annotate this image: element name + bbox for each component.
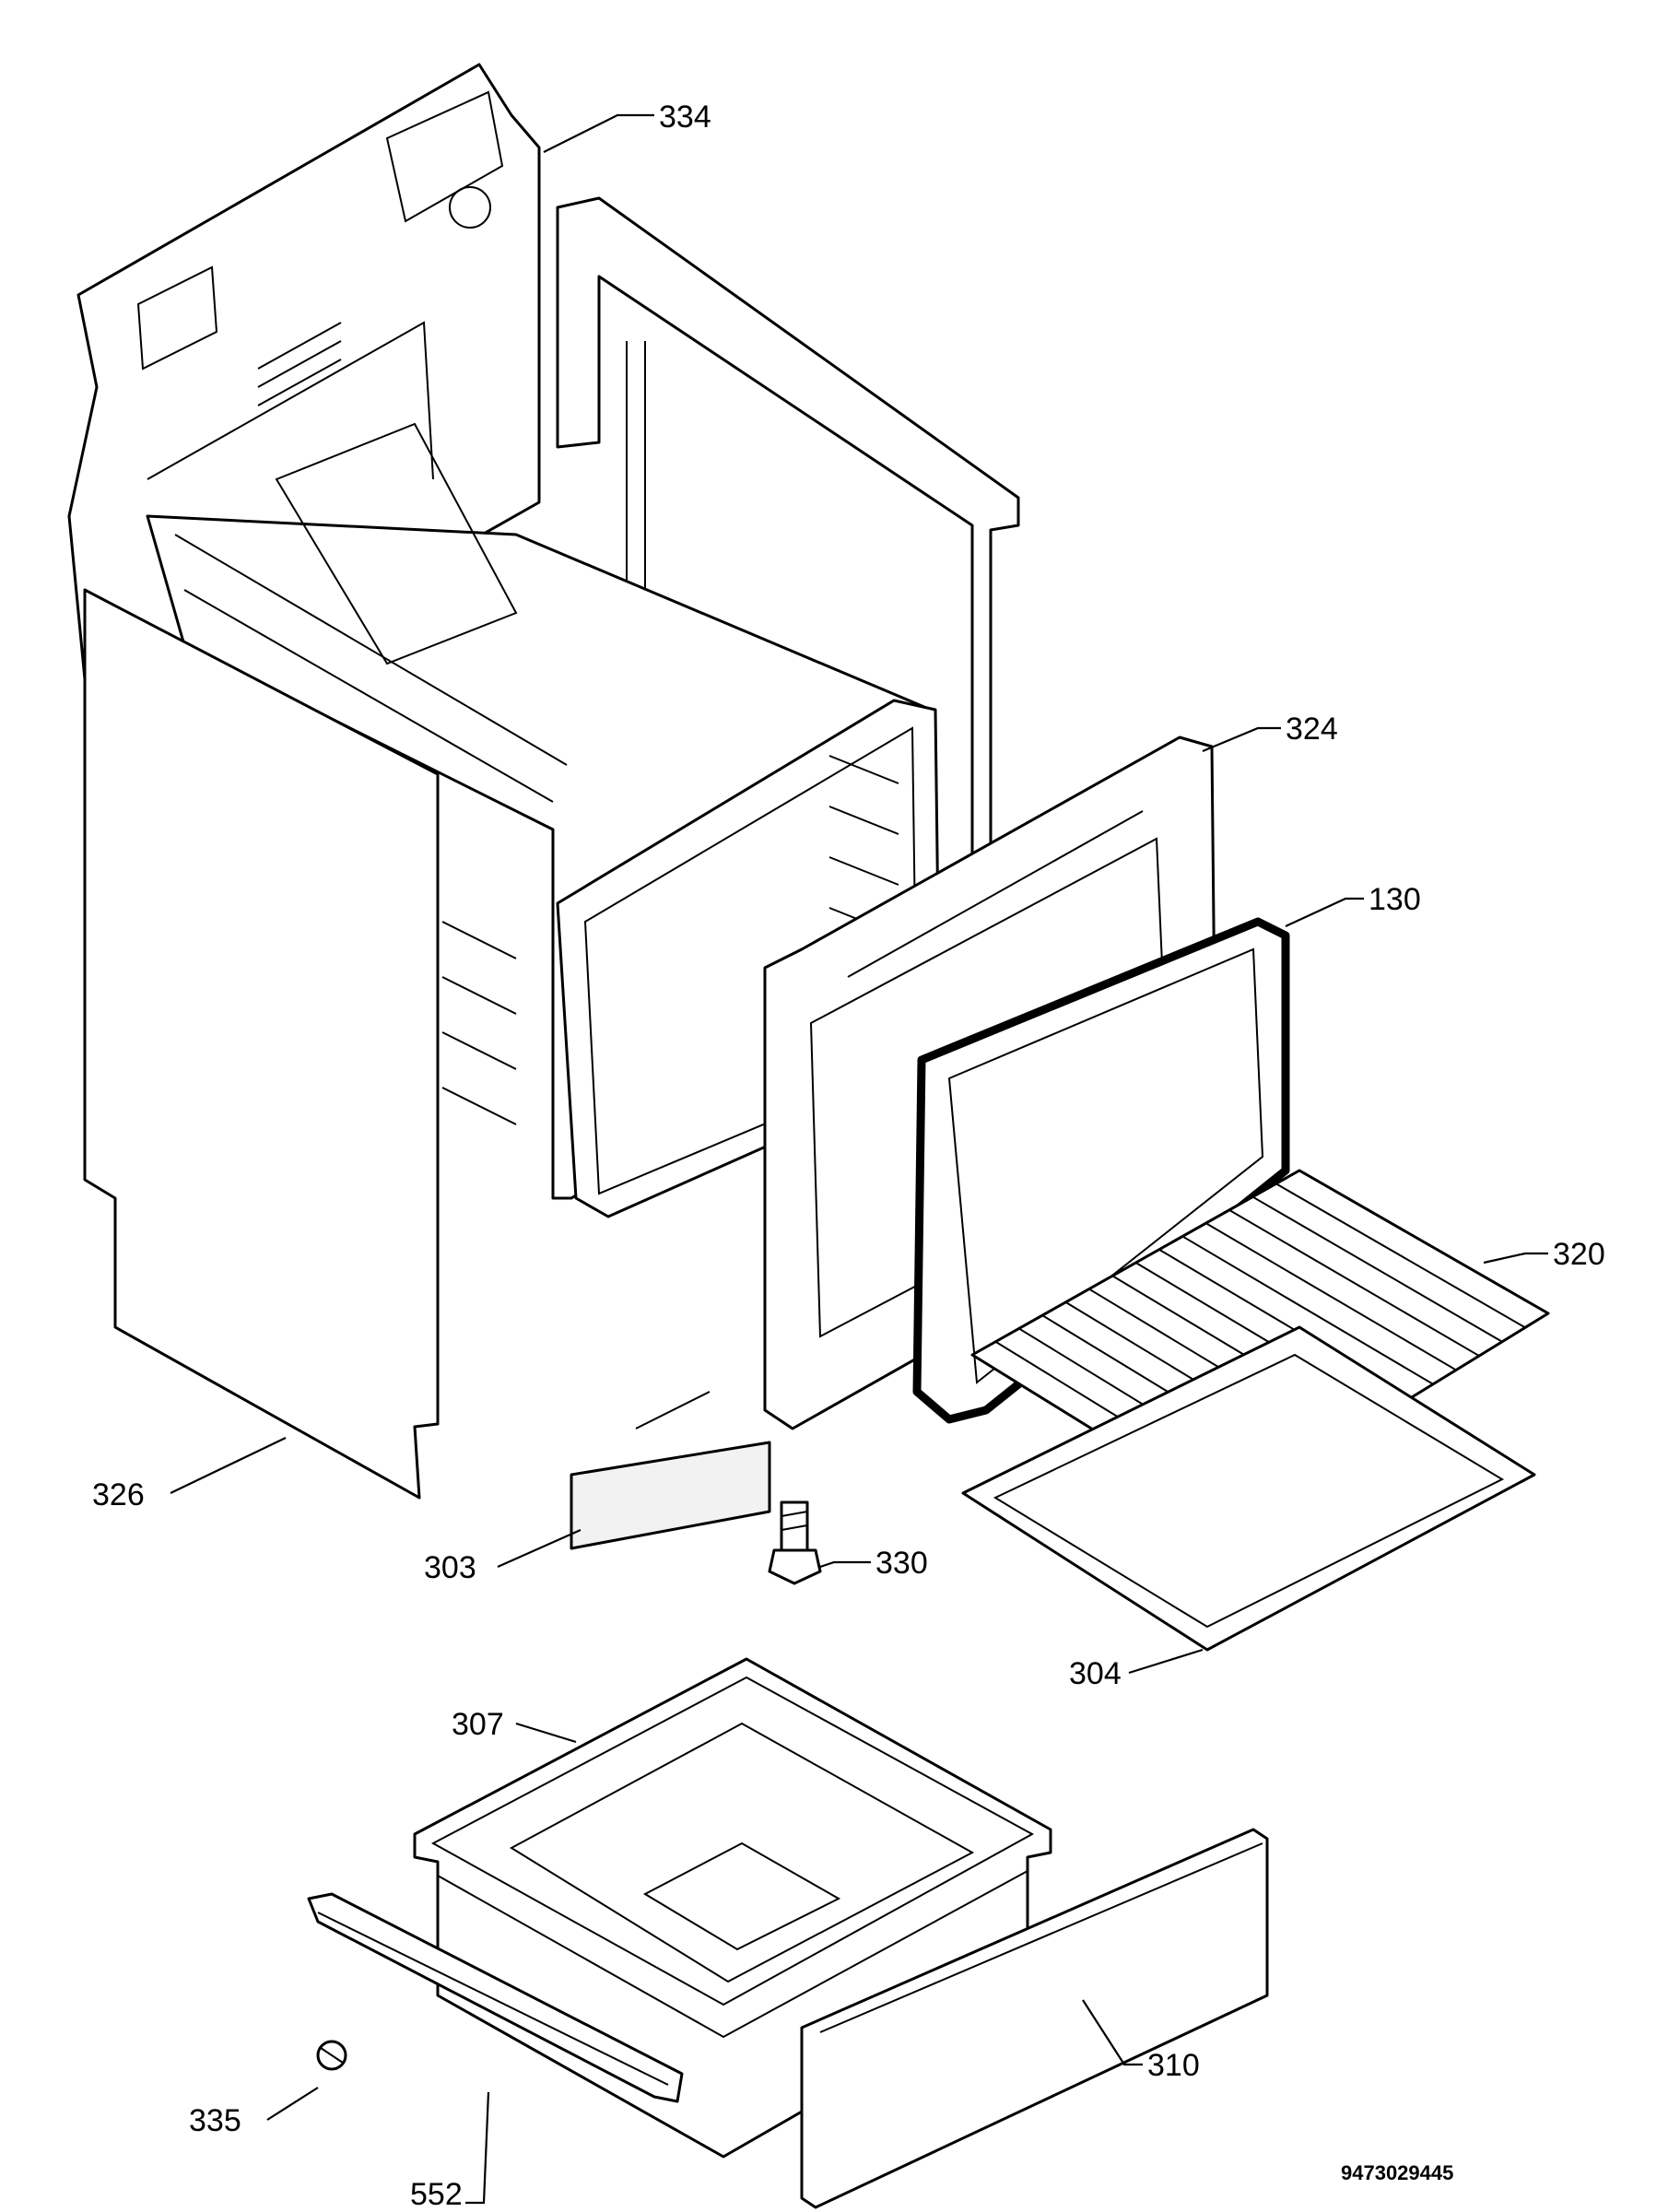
callout-335: 335 xyxy=(189,2103,241,2138)
shelf-rod xyxy=(1275,1182,1526,1329)
callout-130: 130 xyxy=(1369,882,1421,917)
callout-334: 334 xyxy=(659,100,711,135)
part-screw[interactable] xyxy=(768,1500,822,1585)
shelf-rod xyxy=(1205,1222,1457,1371)
leader-lines xyxy=(170,113,1548,2205)
part-side-panel[interactable] xyxy=(83,588,440,1500)
callout-326: 326 xyxy=(92,1477,145,1512)
callout-330: 330 xyxy=(875,1546,928,1581)
callout-304: 304 xyxy=(1069,1656,1122,1691)
callout-307: 307 xyxy=(452,1707,504,1742)
callout-320: 320 xyxy=(1553,1237,1605,1272)
callout-310: 310 xyxy=(1147,2048,1200,2083)
shelf-rod xyxy=(1228,1208,1480,1357)
part-small-panel[interactable] xyxy=(570,1391,771,1550)
part-baking-tray[interactable] xyxy=(961,1325,1536,1652)
callout-324: 324 xyxy=(1286,712,1338,747)
part-drawer-front[interactable] xyxy=(800,1828,1269,2209)
shelf-rod xyxy=(1181,1235,1434,1385)
part-knob[interactable] xyxy=(316,2040,347,2071)
part-rail[interactable] xyxy=(307,1892,684,2103)
shelf-rod xyxy=(1251,1195,1503,1343)
callout-552: 552 xyxy=(410,2177,463,2212)
callout-303: 303 xyxy=(424,1550,476,1585)
document-number: 9473029445 xyxy=(1341,2161,1453,2184)
callout-labels: 334 324 130 320 326 303 330 304 307 335 … xyxy=(92,100,1605,2212)
